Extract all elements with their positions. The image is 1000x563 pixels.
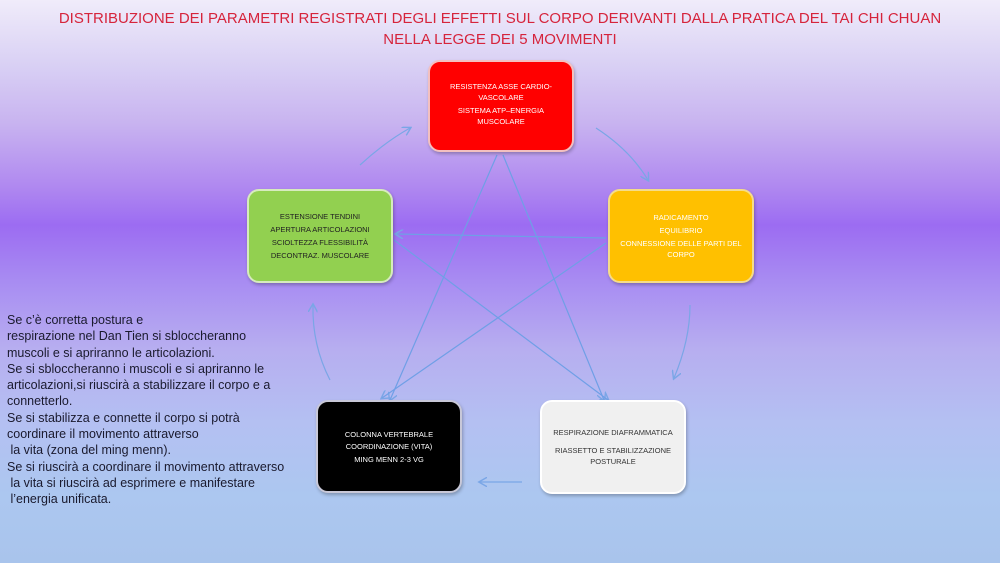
- node-metal-line-1: RESPIRAZIONE DIAFRAMMATICA: [553, 428, 673, 437]
- explanation-text: Se c’è corretta postura e respirazione n…: [7, 312, 307, 508]
- explanation-line: l’energia unificata.: [7, 492, 112, 507]
- star-line-earth-to-wood: [396, 234, 607, 238]
- node-fire-line-1: RESISTENZA ASSE CARDIO-VASCOLARE: [449, 81, 553, 102]
- node-metal-line-2: RIASSETTO E STABILIZZAZIONE POSTURALE: [555, 446, 671, 466]
- node-water-line-3: MING MENN 2-3 VG: [354, 454, 424, 464]
- star-line-earth-to-water: [382, 242, 607, 398]
- star-line-wood-to-metal: [393, 239, 608, 400]
- node-earth-line-3: CONNESSIONE DELLE PARTI DEL CORPO: [620, 239, 742, 259]
- explanation-line: respirazione nel Dan Tien si sbloccheran…: [7, 329, 247, 344]
- node-fire-box: RESISTENZA ASSE CARDIO-VASCOLARE SISTEMA…: [428, 60, 574, 152]
- explanation-line: coordinare il movimento attraverso: [7, 427, 199, 442]
- explanation-line: Se c’è corretta postura e: [7, 313, 144, 327]
- node-water-box: COLONNA VERTEBRALE COORDINAZIONE (VITA) …: [316, 400, 462, 493]
- explanation-line: articolazioni,si riuscirà a stabilizzare…: [7, 378, 271, 393]
- node-wood-line-4: DECONTRAZ. MUSCOLARE: [270, 251, 370, 260]
- node-earth-line-2: EQUILIBRIO: [659, 226, 703, 235]
- explanation-line: connetterlo.: [7, 394, 73, 409]
- node-metal-box: RESPIRAZIONE DIAFRAMMATICA RIASSETTO E S…: [540, 400, 686, 494]
- node-water-line-1: COLONNA VERTEBRALE: [344, 429, 434, 439]
- page-title-line-2: NELLA LEGGE DEI 5 MOVIMENTI: [383, 31, 617, 48]
- cycle-arrow-earth-to-metal: [674, 304, 691, 378]
- explanation-line: Se si riuscirà a coordinare il movimento…: [7, 459, 285, 474]
- cycle-arrow-fire-to-earth: [595, 127, 648, 180]
- node-wood-line-1: ESTENSIONE TENDINI: [279, 212, 361, 221]
- cycle-arrow-wood-to-fire: [359, 128, 410, 166]
- explanation-line: muscoli e si apriranno le articolazioni.: [7, 345, 215, 360]
- explanation-line: Se si sbloccheranno i muscoli e si aprir…: [7, 361, 265, 376]
- node-earth-box: RADICAMENTO EQUILIBRIO CONNESSIONE DELLE…: [608, 189, 754, 283]
- node-earth-line-1: RADICAMENTO: [653, 213, 709, 222]
- star-line-fire-to-metal: [502, 154, 604, 400]
- explanation-line: la vita (zona del ming menn).: [7, 443, 171, 458]
- node-fire-line-2: SISTEMA ATP–ENERGIA MUSCOLARE: [457, 105, 545, 126]
- explanation-line: la vita si riuscirà ad esprimere e manif…: [7, 475, 256, 490]
- cycle-arrow-water-to-wood: [313, 305, 331, 381]
- page-title: DISTRIBUZIONE DEI PARAMETRI REGISTRATI D…: [0, 8, 1000, 50]
- node-wood-line-3: SCIOLTEZZA FLESSIBILITÀ: [271, 238, 369, 247]
- page-title-line-1: DISTRIBUZIONE DEI PARAMETRI REGISTRATI D…: [58, 10, 942, 27]
- node-wood-box: ESTENSIONE TENDINI APERTURA ARTICOLAZION…: [247, 189, 393, 283]
- explanation-line: Se si stabilizza e connette il corpo si …: [7, 410, 240, 425]
- node-wood-line-2: APERTURA ARTICOLAZIONI: [270, 225, 370, 234]
- node-water-line-2: COORDINAZIONE (VITA): [345, 441, 433, 451]
